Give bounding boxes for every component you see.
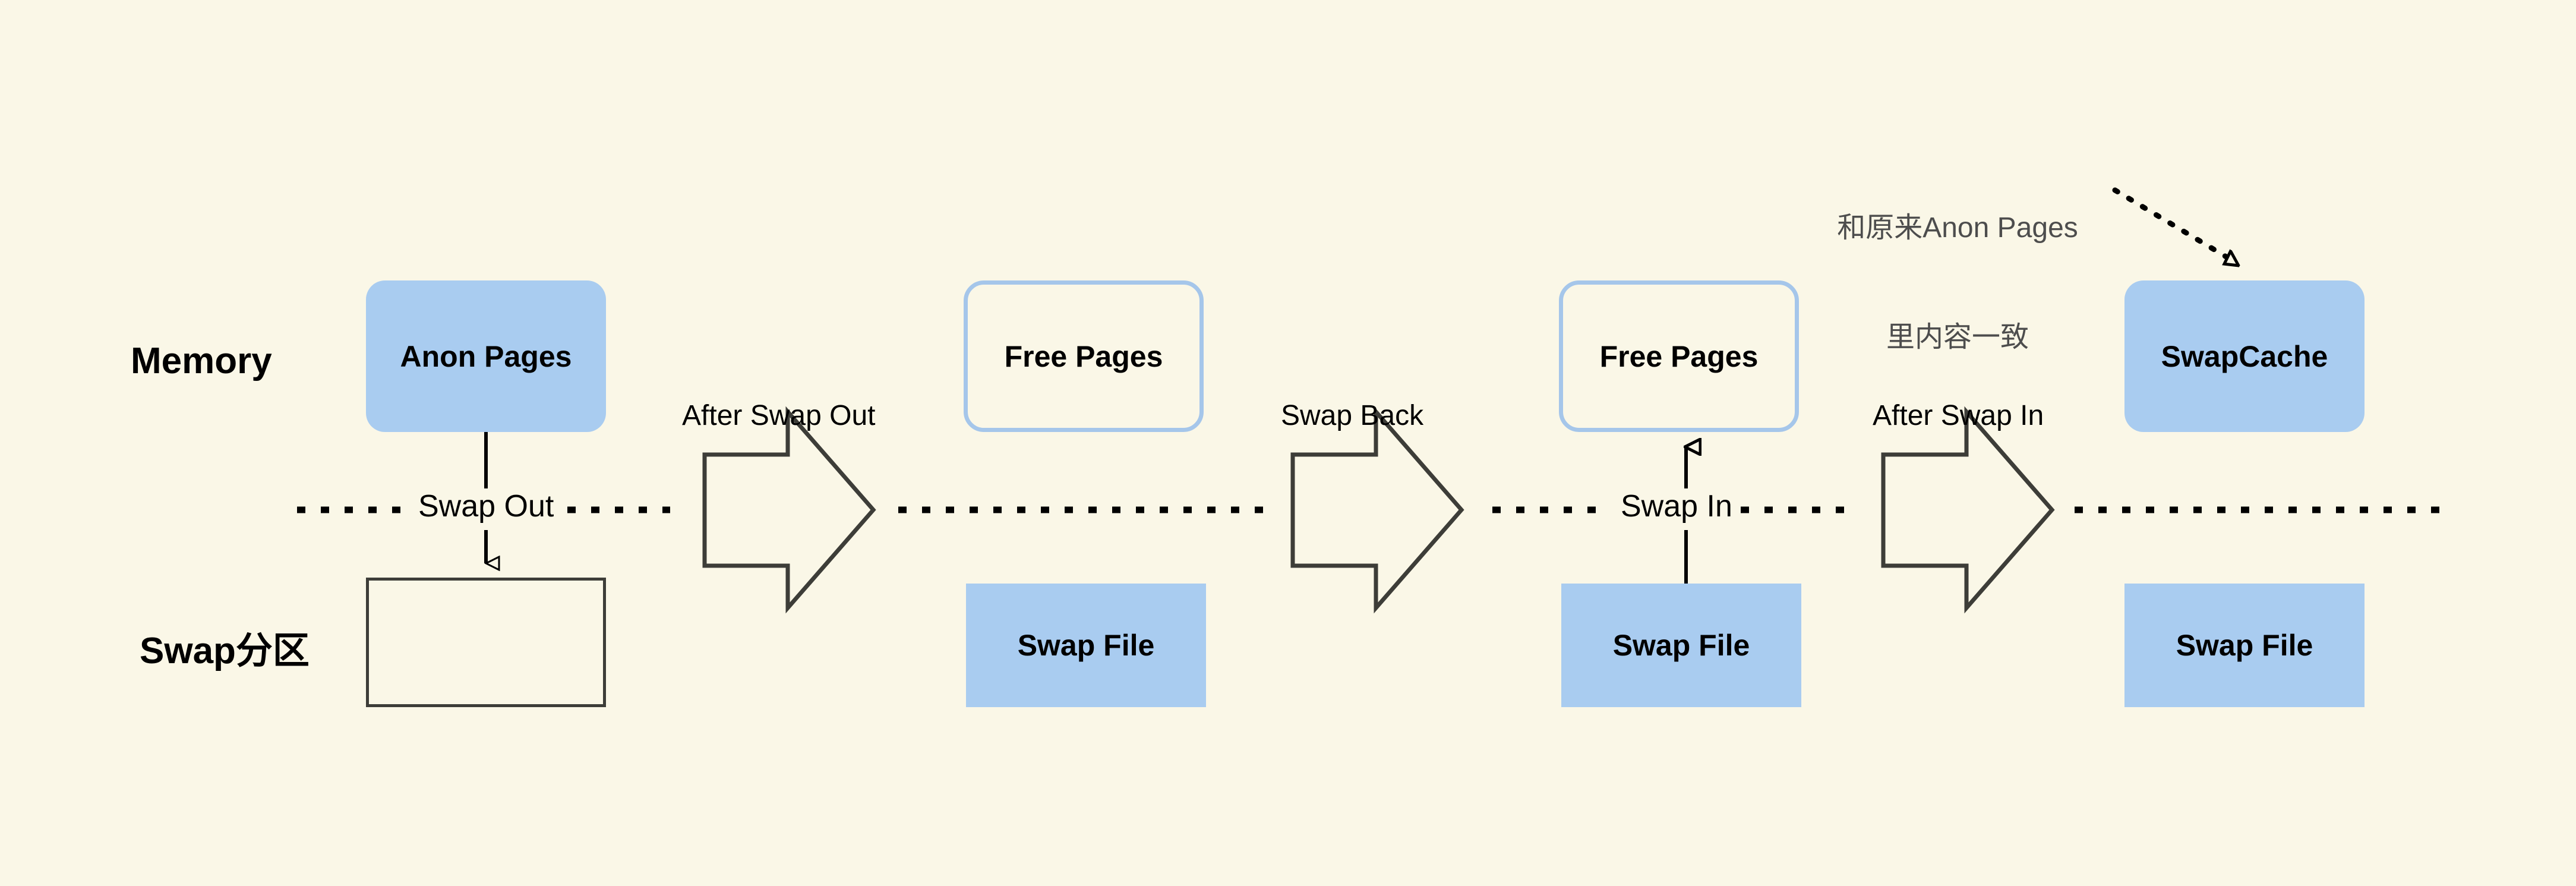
node-free-pages-2[interactable]: Free Pages [1559, 280, 1799, 432]
block-arrow-swap-back [1290, 406, 1464, 614]
annotation-line-2: 里内容一致 [1886, 321, 2029, 354]
annotation-swapcache-matches-anon-pages: 和原来Anon Pages 里内容一致 [1800, 137, 2115, 429]
node-swapcache-label: SwapCache [2161, 339, 2328, 373]
node-swap-file-3[interactable]: Swap File [2124, 584, 2365, 707]
node-anon-pages[interactable]: Anon Pages [366, 280, 606, 432]
node-swap-file-2-label: Swap File [1612, 629, 1750, 662]
row-label-swap-partition: Swap分区 [140, 630, 310, 671]
block-arrow-after-swap-out [702, 406, 876, 614]
node-swap-partition-empty[interactable] [366, 578, 606, 707]
step-label-after-swap-in: After Swap In [1873, 400, 2044, 431]
node-free-pages-1-label: Free Pages [1004, 339, 1163, 373]
node-swap-file-1-label: Swap File [1017, 629, 1155, 662]
node-anon-pages-label: Anon Pages [400, 339, 572, 373]
node-free-pages-1[interactable]: Free Pages [964, 280, 1204, 432]
node-free-pages-2-label: Free Pages [1599, 339, 1759, 373]
edge-label-swap-out: Swap Out [412, 488, 560, 524]
node-swap-file-3-label: Swap File [2176, 629, 2313, 662]
edge-label-swap-in: Swap In [1615, 488, 1738, 524]
block-arrow-after-swap-in [1881, 406, 2055, 614]
annotation-leader-line [2112, 187, 2232, 260]
step-label-after-swap-out: After Swap Out [682, 400, 876, 431]
step-label-swap-back: Swap Back [1281, 400, 1424, 431]
node-swapcache[interactable]: SwapCache [2124, 280, 2365, 432]
row-label-memory: Memory [131, 340, 272, 381]
node-swap-file-2[interactable]: Swap File [1561, 584, 1801, 707]
annotation-line-1: 和原来Anon Pages [1837, 212, 2078, 244]
node-swap-file-1[interactable]: Swap File [966, 584, 1206, 707]
